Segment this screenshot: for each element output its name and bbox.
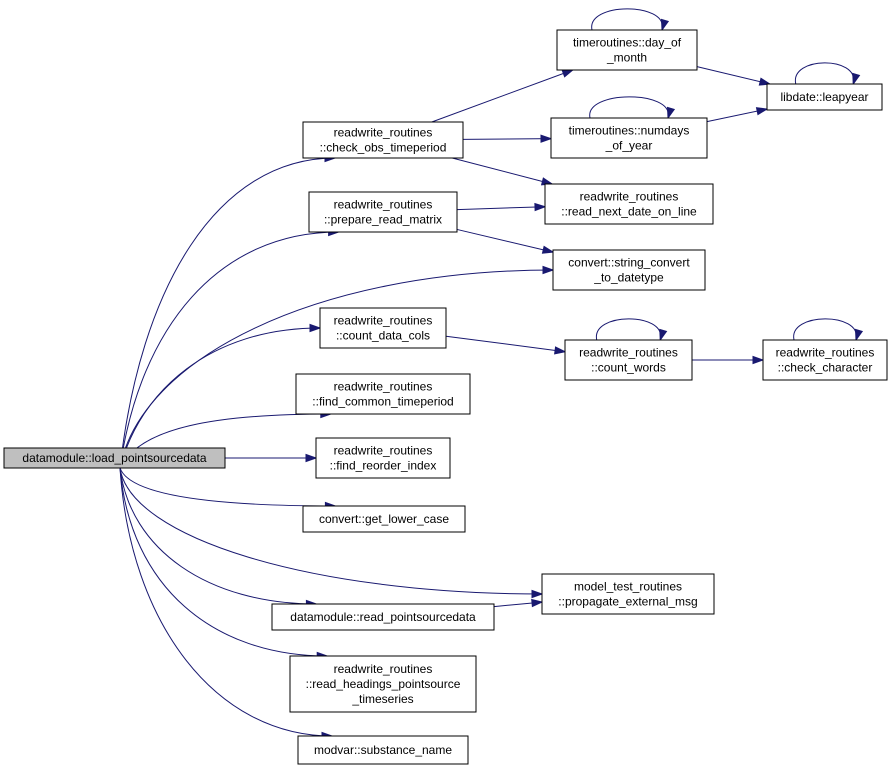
edge-read_pointsourcedata-to-propagate_external_msg [493, 598, 544, 608]
node-label-read_next_date_on_line-1: ::read_next_date_on_line [561, 205, 697, 219]
edge-count_data_cols-to-count_words [445, 335, 567, 355]
node-count_data_cols[interactable]: readwrite_routines::count_data_cols [319, 307, 447, 349]
node-label-get_lower_case-0: convert::get_lower_case [319, 512, 449, 526]
node-box-count_data_cols [319, 307, 447, 349]
node-numdays_of_year[interactable]: timeroutines::numdays_of_year [550, 117, 708, 159]
edge-prepare_read_matrix-to-string_convert_to_datetype [456, 228, 555, 254]
node-check_obs_timeperiod[interactable]: readwrite_routines::check_obs_timeperiod [302, 121, 464, 159]
node-label-load_pointsourcedata-0: datamodule::load_pointsourcedata [22, 451, 206, 465]
node-box-day_of_month [556, 29, 698, 71]
node-label-count_data_cols-0: readwrite_routines [334, 314, 433, 328]
node-label-count_words-0: readwrite_routines [579, 346, 678, 360]
edge-day_of_month-to-day_of_month [591, 8, 670, 32]
node-label-find_common_timeperiod-1: ::find_common_timeperiod [312, 395, 453, 409]
edge-day_of_month-to-leapyear [696, 66, 772, 86]
node-label-read_pointsourcedata-0: datamodule::read_pointsourcedata [290, 610, 476, 624]
node-label-numdays_of_year-1: _of_year [605, 139, 653, 153]
edge-check_obs_timeperiod-to-numdays_of_year [462, 134, 553, 143]
edge-load_pointsourcedata-to-prepare_read_matrix [119, 227, 341, 469]
node-label-find_reorder_index-1: ::find_reorder_index [330, 459, 437, 473]
node-label-propagate_external_msg-0: model_test_routines [574, 580, 682, 594]
node-box-read_headings_pointsource_timeseries [289, 655, 477, 713]
node-label-day_of_month-0: timeroutines::day_of [573, 36, 682, 50]
node-label-find_common_timeperiod-0: readwrite_routines [334, 380, 433, 394]
edge-load_pointsourcedata-to-count_data_cols [119, 323, 322, 469]
edge-numdays_of_year-to-leapyear [706, 107, 769, 123]
node-label-numdays_of_year-0: timeroutines::numdays [569, 124, 690, 138]
node-label-read_headings_pointsource_timeseries-1: ::read_headings_pointsource [306, 677, 461, 691]
nodes-layer: datamodule::load_pointsourcedatareadwrit… [3, 29, 888, 765]
node-box-read_pointsourcedata [271, 603, 495, 631]
edge-prepare_read_matrix-to-read_next_date_on_line [456, 202, 547, 212]
edge-load_pointsourcedata-to-read_headings_pointsource_timeseries [119, 467, 329, 661]
edge-load_pointsourcedata-to-string_convert_to_datetype [119, 265, 555, 469]
node-label-find_reorder_index-0: readwrite_routines [334, 444, 433, 458]
node-label-day_of_month-1: _month [606, 51, 647, 65]
node-label-count_words-1: ::count_words [591, 361, 666, 375]
node-label-count_data_cols-1: ::count_data_cols [336, 329, 430, 343]
edges-layer [119, 8, 864, 741]
node-find_reorder_index[interactable]: readwrite_routines::find_reorder_index [315, 437, 451, 479]
node-box-string_convert_to_datetype [552, 249, 706, 291]
node-box-check_obs_timeperiod [302, 121, 464, 159]
node-load_pointsourcedata[interactable]: datamodule::load_pointsourcedata [3, 447, 226, 469]
node-box-get_lower_case [302, 505, 466, 533]
node-prepare_read_matrix[interactable]: readwrite_routines::prepare_read_matrix [308, 191, 458, 233]
edge-numdays_of_year-to-numdays_of_year [589, 96, 676, 120]
edge-load_pointsourcedata-to-get_lower_case [119, 467, 337, 511]
edge-check_obs_timeperiod-to-read_next_date_on_line [452, 157, 554, 186]
node-box-load_pointsourcedata [3, 447, 226, 469]
node-box-leapyear [766, 83, 883, 111]
node-substance_name[interactable]: modvar::substance_name [297, 735, 469, 765]
node-label-propagate_external_msg-1: ::propagate_external_msg [558, 595, 697, 609]
node-box-substance_name [297, 735, 469, 765]
node-box-check_character [762, 339, 888, 381]
node-label-substance_name-0: modvar::substance_name [314, 743, 452, 757]
edge-leapyear-to-leapyear [795, 62, 861, 86]
node-label-check_character-0: readwrite_routines [776, 346, 875, 360]
node-label-read_headings_pointsource_timeseries-2: _timeseries [351, 692, 413, 706]
edge-count_words-to-count_words [596, 318, 668, 342]
node-box-find_common_timeperiod [295, 373, 471, 415]
node-label-read_headings_pointsource_timeseries-0: readwrite_routines [334, 662, 433, 676]
node-propagate_external_msg[interactable]: model_test_routines::propagate_external_… [541, 573, 715, 615]
node-label-leapyear-0: libdate::leapyear [780, 90, 868, 104]
edge-load_pointsourcedata-to-check_obs_timeperiod [119, 153, 337, 469]
node-label-string_convert_to_datetype-1: _to_datetype [593, 271, 664, 285]
node-read_pointsourcedata[interactable]: datamodule::read_pointsourcedata [271, 603, 495, 631]
node-box-count_words [564, 339, 693, 381]
node-label-check_character-1: ::check_character [778, 361, 873, 375]
node-read_headings_pointsource_timeseries[interactable]: readwrite_routines::read_headings_points… [289, 655, 477, 713]
node-day_of_month[interactable]: timeroutines::day_of_month [556, 29, 698, 71]
node-box-find_reorder_index [315, 437, 451, 479]
edge-load_pointsourcedata-to-find_reorder_index [225, 453, 318, 463]
node-label-check_obs_timeperiod-1: ::check_obs_timeperiod [320, 141, 447, 155]
edge-load_pointsourcedata-to-propagate_external_msg [119, 467, 544, 599]
node-label-prepare_read_matrix-0: readwrite_routines [334, 198, 433, 212]
node-check_character[interactable]: readwrite_routines::check_character [762, 339, 888, 381]
node-find_common_timeperiod[interactable]: readwrite_routines::find_common_timeperi… [295, 373, 471, 415]
node-leapyear[interactable]: libdate::leapyear [766, 83, 883, 111]
node-string_convert_to_datetype[interactable]: convert::string_convert_to_datetype [552, 249, 706, 291]
node-label-string_convert_to_datetype-0: convert::string_convert [568, 256, 690, 270]
node-label-check_obs_timeperiod-0: readwrite_routines [334, 126, 433, 140]
edge-check_character-to-check_character [793, 318, 864, 342]
node-box-prepare_read_matrix [308, 191, 458, 233]
edge-count_words-to-check_character [692, 355, 765, 365]
node-label-read_next_date_on_line-0: readwrite_routines [580, 190, 679, 204]
node-box-numdays_of_year [550, 117, 708, 159]
node-get_lower_case[interactable]: convert::get_lower_case [302, 505, 466, 533]
node-box-read_next_date_on_line [544, 183, 714, 225]
node-count_words[interactable]: readwrite_routines::count_words [564, 339, 693, 381]
node-label-prepare_read_matrix-1: ::prepare_read_matrix [324, 213, 442, 227]
edge-check_obs_timeperiod-to-day_of_month [431, 69, 575, 123]
node-read_next_date_on_line[interactable]: readwrite_routines::read_next_date_on_li… [544, 183, 714, 225]
node-box-propagate_external_msg [541, 573, 715, 615]
